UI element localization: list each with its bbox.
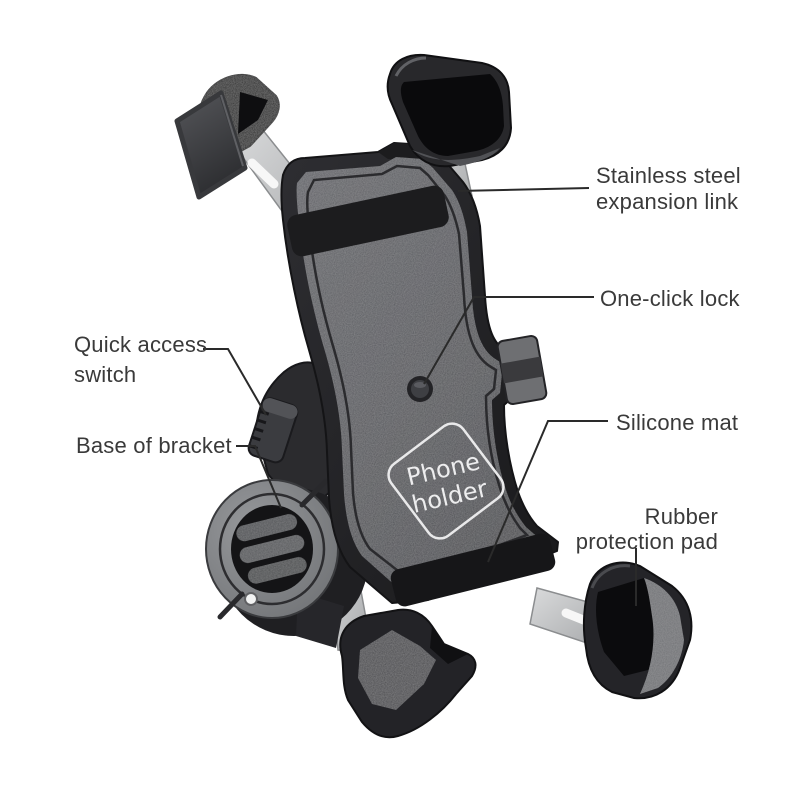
claw-bottom-left — [339, 608, 477, 739]
claw-top-right — [386, 53, 513, 168]
callout-silicone-mat: Silicone mat — [616, 409, 738, 436]
callout-base-of-bracket: Base of bracket — [76, 432, 232, 459]
leader-base-of-bracket — [236, 445, 282, 509]
callout-line: Base of bracket — [76, 433, 232, 458]
callout-line: switch — [74, 362, 137, 387]
leader-silicone-mat — [487, 420, 608, 563]
holder-body: Phone holder — [280, 142, 559, 607]
handlebar-rubber-insert — [236, 514, 307, 584]
callout-line: One-click lock — [600, 286, 740, 311]
callout-line: Quick access — [74, 332, 208, 357]
callout-one-click-lock: One-click lock — [600, 285, 740, 312]
callout-line: Rubber — [644, 504, 718, 529]
quick-access-switch — [247, 397, 299, 464]
silicone-mat-bottom — [390, 533, 556, 607]
bracket-base-clamp — [205, 478, 368, 648]
claw-top-left — [174, 73, 280, 200]
callout-line: expansion link — [596, 189, 739, 214]
claw-bottom-right — [582, 561, 693, 700]
leader-lines — [203, 187, 637, 606]
callout-quick-access-switch: Quick access switch — [74, 330, 207, 390]
silicone-mat-top — [287, 185, 449, 257]
leader-quick-access-switch — [203, 348, 267, 416]
one-click-lock-button — [407, 376, 433, 402]
leader-one-click-lock — [423, 296, 594, 385]
callout-rubber-protection-pad: Rubber protection pad — [576, 504, 718, 554]
callout-line: Silicone mat — [616, 410, 739, 435]
side-clamp-nub — [496, 334, 548, 406]
callout-stainless-steel-expansion-link: Stainless steel expansion link — [596, 163, 741, 215]
leader-stainless-steel — [457, 187, 590, 192]
clamp-bolt-hole — [244, 592, 258, 606]
body-groove — [306, 164, 530, 576]
callout-line: protection pad — [575, 529, 718, 554]
callout-line: Stainless steel — [596, 163, 741, 188]
rubber-protection-pad-surface — [640, 578, 684, 694]
